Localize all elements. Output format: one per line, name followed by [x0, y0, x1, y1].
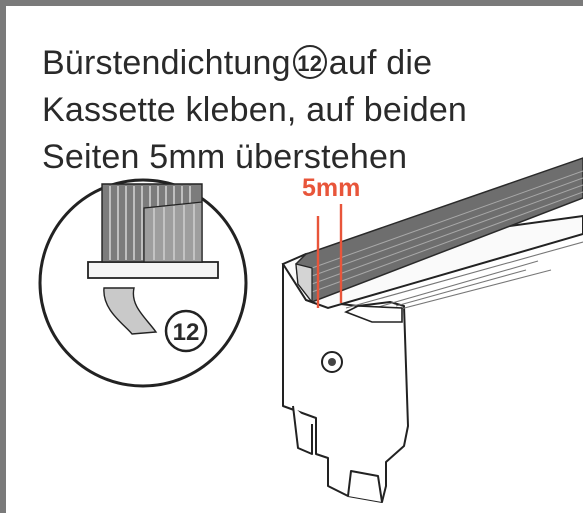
instruction-line-3: Seiten 5mm überstehen [42, 138, 408, 176]
adhesive-tape [103, 287, 158, 335]
part-number-badge: 12 [292, 45, 327, 79]
measurement-label: 5mm [302, 174, 361, 202]
brush-bristles [101, 183, 203, 263]
assembly-illustration: 12 [38, 157, 583, 503]
instruction-line-1-start: Bürstendichtung [42, 44, 291, 82]
rail-lines [345, 241, 583, 319]
detail-magnifier: 12 [38, 178, 248, 388]
brush-base [87, 261, 219, 279]
instruction-line-1-end: auf die [328, 44, 433, 82]
screw-icon [321, 351, 343, 373]
end-cap [344, 305, 403, 323]
cassette-body [282, 263, 409, 503]
measurement-lines [316, 204, 343, 308]
detail-badge-number: 12 [173, 319, 200, 346]
instruction-line-2: Kassette kleben, auf beiden [42, 91, 468, 129]
detail-badge [164, 309, 208, 353]
brush-seal [295, 157, 583, 304]
